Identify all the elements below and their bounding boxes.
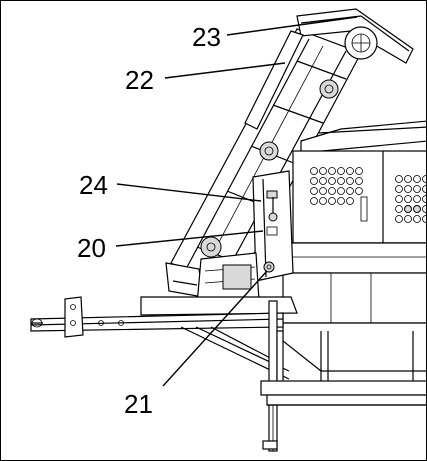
leader-23	[226, 16, 358, 36]
callout-24: 24	[79, 170, 108, 200]
leader-22	[164, 62, 286, 79]
leader-24	[116, 183, 262, 202]
callout-22: 22	[125, 65, 154, 95]
leader-20	[115, 230, 264, 247]
callout-20: 20	[77, 233, 106, 263]
feeder-base	[140, 252, 298, 316]
vent-grid-right	[395, 175, 426, 223]
tow-bar	[30, 296, 290, 380]
callout-23: 23	[192, 22, 221, 52]
support-legs	[260, 300, 426, 452]
control-panel	[252, 170, 294, 282]
leader-21	[162, 270, 268, 387]
callout-21: 21	[124, 389, 153, 419]
vent-grid-left	[310, 167, 363, 205]
leader-lines	[115, 16, 358, 387]
machine-body	[282, 120, 426, 385]
